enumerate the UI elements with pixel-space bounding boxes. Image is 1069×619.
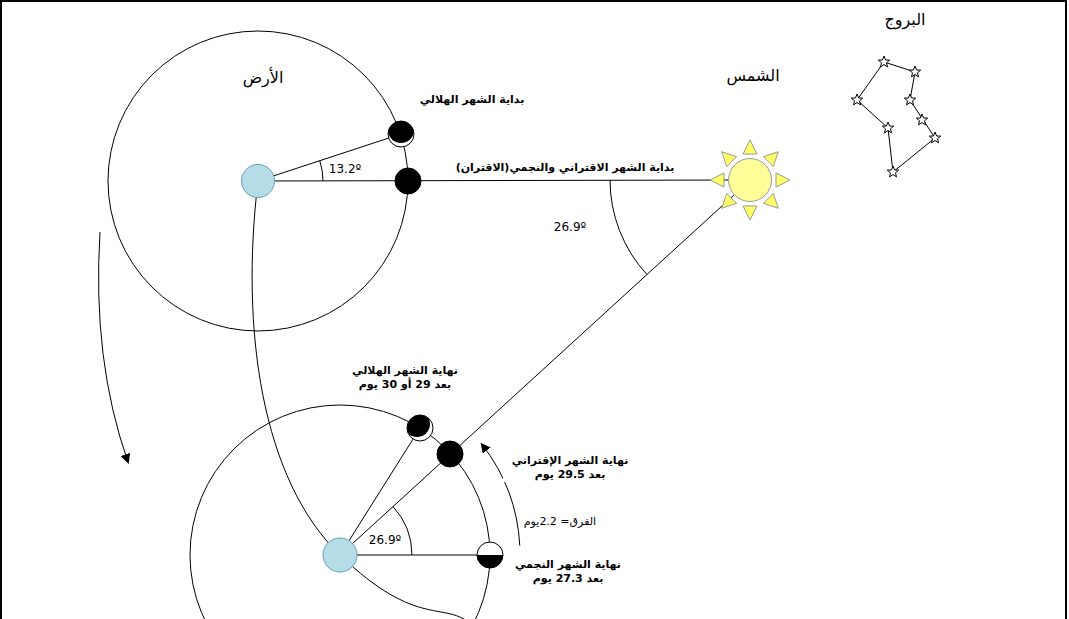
sight-line xyxy=(258,134,401,181)
half-moon xyxy=(476,542,504,569)
star xyxy=(851,94,862,105)
moon-orbit xyxy=(190,405,490,619)
sun-ray xyxy=(743,140,757,154)
sight-line xyxy=(340,428,420,555)
new-moon xyxy=(437,441,463,467)
difference-label: الفرق= 2.2يوم xyxy=(522,515,598,529)
phase-label: بداية الشهر الهلالي xyxy=(418,93,527,107)
sun-ray xyxy=(710,173,724,187)
moon-outline xyxy=(477,542,503,568)
connector-line xyxy=(275,180,728,182)
moon-dark-side xyxy=(476,555,504,569)
crescent-moon xyxy=(388,117,414,147)
moon-outline xyxy=(388,121,414,147)
earth-symbol xyxy=(323,538,357,572)
constellation xyxy=(851,56,940,177)
star xyxy=(887,166,898,177)
earth-label: الأرض xyxy=(241,68,286,89)
crescent-moon xyxy=(404,411,433,441)
angle-arc xyxy=(610,180,647,274)
star xyxy=(929,132,940,143)
star xyxy=(909,66,920,77)
star xyxy=(904,94,915,105)
star xyxy=(916,114,927,125)
sun-node: الشمس xyxy=(728,158,772,202)
sun-rays xyxy=(710,140,790,220)
angle-label: 26.9º xyxy=(552,220,588,236)
sun-label: الشمس xyxy=(724,66,781,87)
phase-label: نهاية الشهر الإقتراني بعد 29.5 يوم xyxy=(503,454,638,483)
phase-label: نهاية الشهر الهلالي بعد 29 أو 30 يوم xyxy=(345,364,465,393)
star xyxy=(878,56,889,67)
moon-orbit xyxy=(108,31,408,331)
new-moon xyxy=(395,168,421,194)
angle-label: 26.9º xyxy=(367,533,403,549)
sight-line xyxy=(340,555,490,556)
constellation-label: البروج xyxy=(882,10,927,31)
motion-arrow xyxy=(99,232,128,462)
angle-arc xyxy=(320,161,323,181)
earth-node: الأرض xyxy=(241,164,275,198)
moon-outline xyxy=(407,415,433,441)
sun-ray xyxy=(743,206,757,220)
moon-lit-side xyxy=(477,542,503,568)
earth-orbit xyxy=(252,181,472,619)
sight-line xyxy=(340,195,734,555)
angle-label: 13.2º xyxy=(327,162,363,178)
sun-ray xyxy=(763,193,778,208)
constellation-lines xyxy=(857,62,935,172)
phase-label: نهاية الشهر النجمي بعد 27.3 يوم xyxy=(507,558,630,587)
edge-label: بداية الشهر الاقتراني والنجمي(الاقتران) xyxy=(454,161,677,175)
sun-ray xyxy=(776,173,790,187)
star xyxy=(882,122,893,133)
